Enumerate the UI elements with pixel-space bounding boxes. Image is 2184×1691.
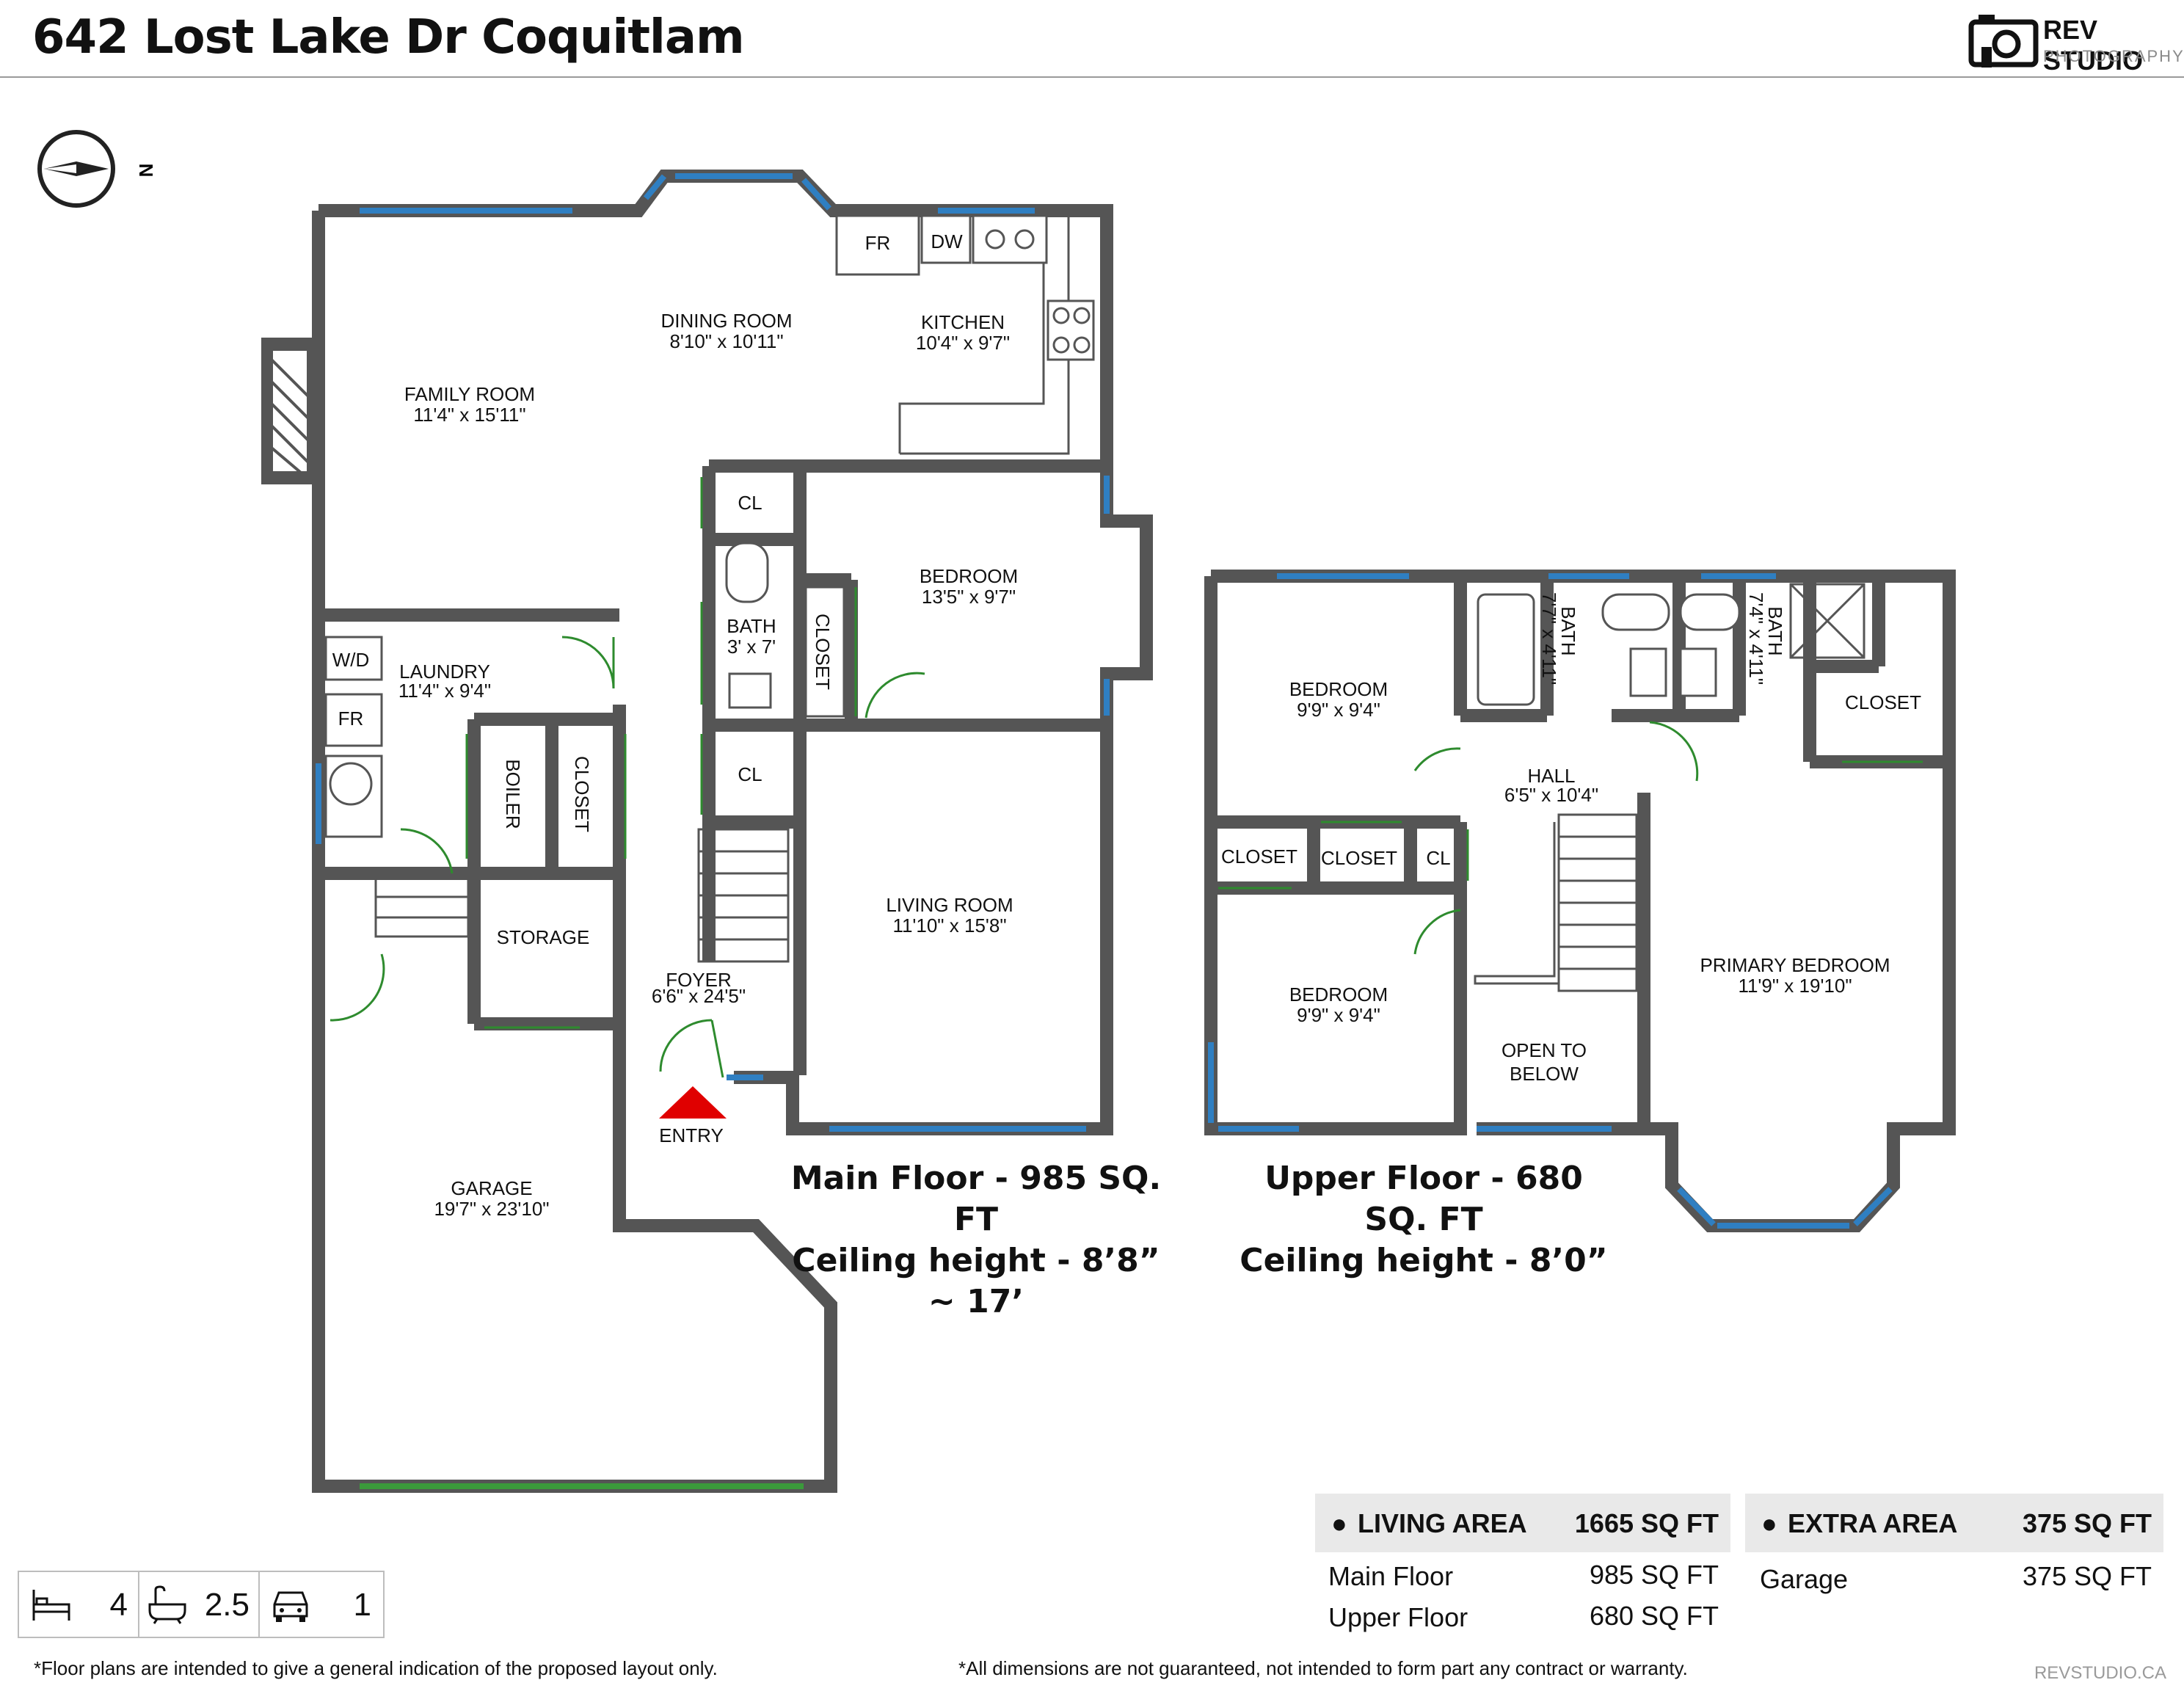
- room-label: DW: [931, 230, 963, 252]
- room-label: PRIMARY BEDROOM: [1700, 954, 1890, 976]
- property-features: 4 2.5 1: [18, 1571, 385, 1638]
- room-label: BATH: [1557, 606, 1579, 655]
- room-label: CLOSET: [571, 756, 593, 832]
- room-label: STORAGE: [497, 926, 590, 948]
- room-label: 8'10" x 10'11": [669, 330, 783, 352]
- living-area-total: 1665 SQ FT: [1574, 1508, 1719, 1538]
- room-label: FR: [338, 708, 364, 730]
- room-label: 11'9" x 19'10": [1738, 975, 1852, 997]
- room-label: CLOSET: [1321, 847, 1397, 869]
- bullet-icon: ●: [1331, 1508, 1347, 1538]
- room-label: 19'7" x 23'10": [434, 1198, 549, 1220]
- room-label: CL: [1426, 847, 1450, 869]
- page-title: 642 Lost Lake Dr Coquitlam: [32, 10, 745, 65]
- brand-name: REV STUDIO: [2043, 15, 2144, 76]
- stairs-main: [374, 828, 790, 963]
- fireplace: [261, 338, 318, 484]
- extra-area-header: ● EXTRA AREA 375 SQ FT: [1745, 1494, 2163, 1552]
- bed-icon: [32, 1590, 70, 1621]
- room-label: BATH: [1764, 606, 1786, 655]
- room-label: FOYER: [666, 969, 732, 991]
- camera-icon: [1968, 15, 2039, 68]
- room-label: LIVING ROOM: [886, 894, 1013, 916]
- room-label: 6'6" x 24'5": [652, 985, 746, 1007]
- room-label: 7'7" x 4'11": [1538, 592, 1560, 685]
- door-swings-upper: [1218, 721, 1923, 955]
- room-label: FR: [865, 232, 891, 254]
- room-label: CL: [738, 763, 762, 785]
- room-label: KITCHEN: [921, 311, 1005, 333]
- room-label: DINING ROOM: [660, 310, 792, 332]
- room-label: 7'4" x 4'11": [1745, 592, 1767, 685]
- bathtub-icon: [148, 1585, 186, 1624]
- room-label: W/D: [332, 649, 370, 671]
- footer-disclaimer-layout: *Floor plans are intended to give a gene…: [34, 1657, 718, 1679]
- living-area-header: ● LIVING AREA 1665 SQ FT: [1315, 1494, 1730, 1552]
- brand-subtitle: PHOTOGRAPHY: [2043, 47, 2184, 65]
- header-divider: [0, 76, 2184, 78]
- room-label: 10'4" x 9'7": [916, 332, 1010, 354]
- garage-feature: 1: [258, 1572, 383, 1637]
- main-floor-walls: [312, 170, 1153, 1493]
- baths-feature: 2.5: [138, 1572, 260, 1637]
- living-area-table: ● LIVING AREA 1665 SQ FT Main Floor 985 …: [1315, 1494, 1730, 1640]
- footer-disclaimer-dimensions: *All dimensions are not guaranteed, not …: [958, 1657, 1688, 1679]
- room-label: OPEN TO: [1502, 1039, 1587, 1061]
- kitchen-counters: [835, 214, 1095, 455]
- beds-feature: 4: [19, 1572, 139, 1637]
- upper-floor-windows: [1208, 573, 1893, 1229]
- room-label: CL: [738, 492, 762, 514]
- room-label: CLOSET: [1221, 846, 1297, 868]
- extra-area-table: ● EXTRA AREA 375 SQ FT Garage 375 SQ FT: [1745, 1494, 2163, 1640]
- bullet-icon: ●: [1761, 1508, 1777, 1538]
- room-label: ENTRY: [659, 1124, 724, 1146]
- fixtures-main: [324, 542, 845, 838]
- room-label: BEDROOM: [1289, 678, 1388, 700]
- room-label: 11'4" x 15'11": [413, 404, 525, 426]
- room-label: 9'9" x 9'4": [1297, 1004, 1380, 1026]
- main-floor-windows: [316, 173, 1110, 1489]
- main-floor-labels: FAMILY ROOM 11'4" x 15'11" DINING ROOM 8…: [332, 230, 1018, 1220]
- room-label: FAMILY ROOM: [404, 383, 535, 405]
- main-floor-area: Main Floor - 985 SQ. FT: [790, 1160, 1162, 1238]
- main-floor-ceiling: Ceiling height - 8’8” ~ 17’: [792, 1242, 1160, 1320]
- room-label: 6'5" x 10'4": [1504, 784, 1598, 806]
- compass-north-label: N: [135, 164, 157, 178]
- door-swings-main: [330, 477, 925, 1078]
- entry-arrow-icon: [659, 1086, 727, 1119]
- upper-floor-ceiling: Ceiling height - 8’0”: [1240, 1242, 1608, 1279]
- room-label: HALL: [1527, 765, 1575, 787]
- room-label: BOILER: [502, 759, 524, 829]
- extra-area-label: EXTRA AREA: [1788, 1508, 1958, 1538]
- upper-floor-area: Upper Floor - 680 SQ. FT: [1264, 1160, 1583, 1238]
- room-label: BEDROOM: [920, 565, 1018, 587]
- footer-website: REVSTUDIO.CA: [2034, 1663, 2166, 1683]
- room-label: 9'9" x 9'4": [1297, 699, 1380, 721]
- garage-count: 1: [353, 1587, 371, 1623]
- room-label: 3' x 7': [727, 636, 776, 658]
- fixtures-upper: [1477, 583, 1866, 706]
- upper-floor-labels: BEDROOM 9'9" x 9'4" BATH 7'7" x 4'11" BA…: [1221, 592, 1921, 1085]
- room-label: BELOW: [1510, 1063, 1579, 1085]
- brand-logo: REV STUDIO PHOTOGRAPHY: [1968, 10, 2183, 76]
- room-label: CLOSET: [1845, 691, 1921, 713]
- room-label: CLOSET: [812, 614, 834, 690]
- room-label: 11'4" x 9'4": [398, 680, 491, 702]
- stairs-upper: [1474, 813, 1638, 992]
- upper-floor-caption: Upper Floor - 680 SQ. FT Ceiling height …: [1233, 1158, 1615, 1281]
- extra-area-total: 375 SQ FT: [2022, 1508, 2152, 1538]
- car-icon: [273, 1591, 308, 1622]
- living-area-label: LIVING AREA: [1358, 1508, 1527, 1538]
- compass-icon: N: [37, 130, 157, 208]
- main-floor-caption: Main Floor - 985 SQ. FT Ceiling height -…: [785, 1158, 1167, 1323]
- room-label: 11'10" x 15'8": [892, 914, 1006, 937]
- room-label: GARAGE: [451, 1177, 532, 1199]
- beds-count: 4: [109, 1587, 128, 1623]
- room-label: 13'5" x 9'7": [922, 586, 1016, 608]
- room-label: BEDROOM: [1289, 983, 1388, 1005]
- room-label: LAUNDRY: [399, 661, 490, 683]
- room-label: BATH: [727, 615, 776, 637]
- baths-count: 2.5: [204, 1587, 250, 1623]
